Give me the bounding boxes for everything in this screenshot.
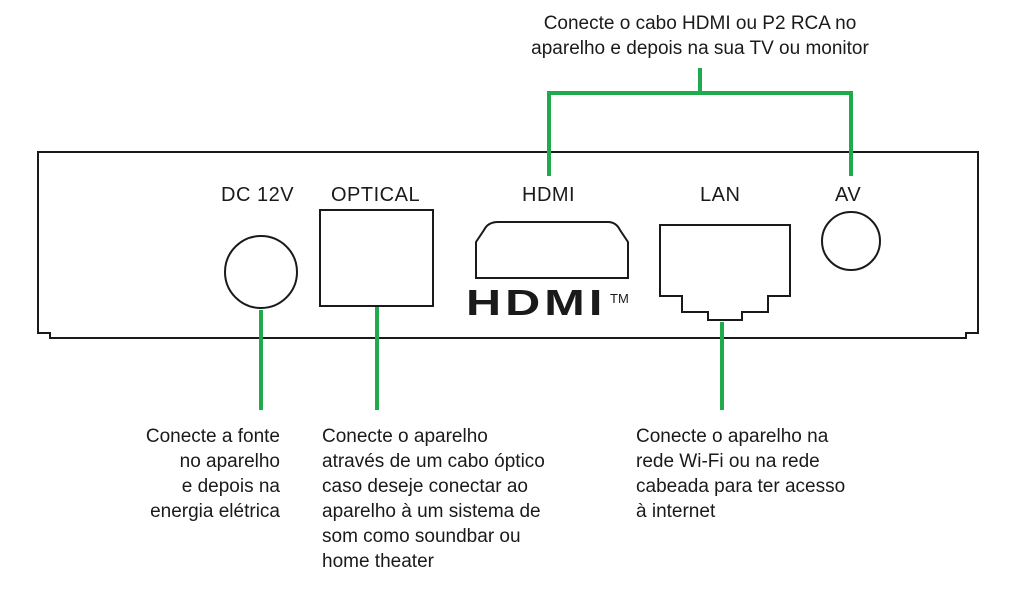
lan-note-line-3: cabeada para ter acesso [636, 476, 846, 497]
power-note-line-2: no aparelho [179, 451, 280, 472]
optical-note-line-3: caso deseje conectar ao [322, 476, 528, 497]
hdmi-port [475, 221, 629, 279]
top-note-line-1: Conecte o cabo HDMI ou P2 RCA no [543, 13, 857, 34]
hdmi-logo-text: HDMI [466, 282, 607, 323]
power-note-line-4: energia elétrica [150, 501, 280, 522]
lan-note-line-1: Conecte o aparelho na [636, 426, 829, 447]
av-port [821, 211, 881, 271]
av-port-label: AV [835, 184, 862, 206]
dc-port [224, 235, 298, 309]
optical-note-line-5: som como soundbar ou [322, 526, 521, 547]
hdmi-logo-tm: TM [610, 291, 629, 306]
hdmi-logo: HDMI TM [466, 283, 629, 323]
hdmi-port-label: HDMI [522, 184, 576, 206]
power-note: Conecte a fonte no aparelho e depois na … [110, 424, 280, 524]
optical-note-line-2: através de um cabo óptico [322, 451, 545, 472]
hdmi-av-connector-line [547, 91, 853, 176]
optical-port [319, 209, 434, 307]
lan-note-line-4: à internet [636, 501, 716, 522]
lan-port-label: LAN [700, 184, 741, 206]
lan-note: Conecte o aparelho na rede Wi-Fi ou na r… [636, 424, 845, 524]
optical-note-line-6: home theater [322, 551, 434, 572]
lan-note-line-2: rede Wi-Fi ou na rede [636, 451, 820, 472]
top-note: Conecte o cabo HDMI ou P2 RCA no aparelh… [470, 11, 930, 61]
optical-note-line-1: Conecte o aparelho [322, 426, 488, 447]
optical-port-label: OPTICAL [331, 184, 421, 206]
power-note-line-3: e depois na [181, 476, 280, 497]
dc-port-label: DC 12V [221, 184, 295, 206]
device-body-outline [37, 151, 979, 339]
optical-note-line-4: aparelho à um sistema de [322, 501, 541, 522]
optical-note: Conecte o aparelho através de um cabo óp… [322, 424, 545, 574]
top-note-line-2: aparelho e depois na sua TV ou monitor [531, 38, 869, 59]
lan-port [659, 224, 791, 321]
power-note-line-1: Conecte a fonte [145, 426, 280, 447]
